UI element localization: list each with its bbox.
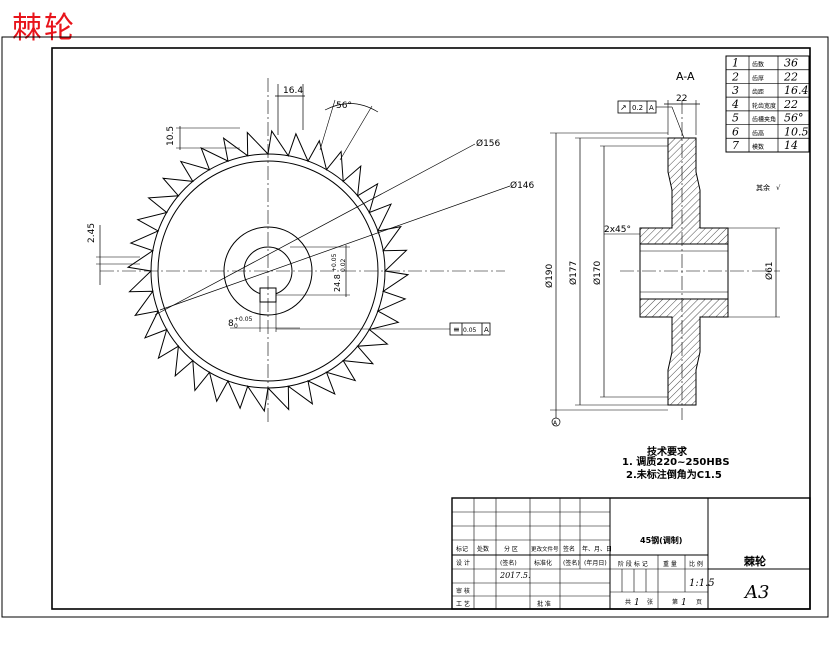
dim-od-root: Ø146 [510,180,535,191]
param-name: 齿厚 [752,74,764,82]
dim-key-width-sup: +0.05 [234,316,253,323]
section-view: A-A Ø190 Ø177 Ø170 Ø61 22 ↗ [544,70,780,427]
dim-d170: Ø170 [592,260,603,285]
tb-h-zone: 分 区 [504,545,518,553]
symmetry-tol-value: 0.05 [463,327,477,334]
dim-key-width: 8 [228,319,234,329]
svg-text:↗: ↗ [620,103,627,112]
param-no: 2 [731,70,739,83]
tb-sheet-of: 第 [672,598,678,606]
param-value: 56° [784,112,804,125]
dim-key-depth: 24.8 [333,274,342,292]
param-no: 3 [732,84,739,97]
title-block-text: 标记 处数 分 区 更改文件号 签名 年、月、日 设 计 (签名) 标准化 (签… [456,535,769,608]
param-name: 齿数 [752,61,764,69]
dim-key-tol-upper: +0.05 [331,253,338,272]
tech-req-heading: 技术要求 [647,445,688,458]
param-name: 模数 [752,143,764,151]
param-no: 7 [732,139,739,152]
tb-review: 审 核 [456,587,470,595]
tb-stage: 阶 段 标 记 [618,560,648,568]
param-value: 16.4 [784,84,809,97]
leader-156 [154,143,476,316]
dim-chamfer: 2x45° [604,225,631,235]
tech-req-line2: 2.未标注倒角为C1.5 [626,468,722,481]
outer-border [1,36,829,618]
page-title: 棘轮 [12,11,76,46]
runout-tol-datum: A [649,104,654,112]
inner-frame [51,47,811,610]
datum-a-letter: A [553,420,558,427]
tb-h-mark: 标记 [456,545,468,553]
tech-req-line1: 1. 调质220~250HBS [622,455,730,468]
tb-sheets-total: 共 [625,598,631,606]
tb-h-sign: 签名 [563,545,575,553]
dim-od-outer: Ø156 [476,138,501,149]
tb-sheets-num: 1 [634,598,640,608]
dim-key-tol-lower: 0.02 [340,258,347,272]
param-value: 22 [783,98,798,111]
tb-weight: 重 量 [663,560,677,568]
tb-sheets-unit: 张 [647,598,653,606]
tb-h-docno: 更改文件号 [531,545,559,553]
tb-std: 标准化 [534,559,552,567]
param-name: 齿槽夹角 [752,116,776,124]
tb-h-ymd: 年、月、日 [582,545,612,553]
param-value: 36 [784,57,798,70]
tb-approve: 批 准 [537,600,551,608]
param-no: 6 [732,125,739,138]
dim-width: 22 [676,94,687,104]
param-name: 齿距 [752,88,764,96]
param-no: 5 [732,112,739,125]
dim-d61: Ø61 [764,261,775,280]
tb-design: 设 计 [456,559,470,567]
roughness-symbol: √ [776,184,781,192]
tb-scale: 1:1.5 [689,578,715,589]
tb-material: 45钢(调制) [640,535,682,545]
symmetry-tol-datum: A [484,326,489,334]
dim-d177: Ø177 [568,261,579,285]
title-block [451,497,811,610]
param-name: 齿高 [752,129,764,137]
tb-h-count: 处数 [477,545,489,553]
roughness-note: 其余 [756,183,770,192]
dim-tooth-angle: 56° [336,101,352,111]
bore [639,243,729,300]
tb-sheet-no: 1 [681,598,687,608]
tb-sign3: (签名) [563,559,580,567]
dim-d190: Ø190 [544,263,555,288]
tb-sheet-size: A3 [743,582,769,603]
runout-tol-value: 0.2 [632,104,643,112]
svg-text:≡: ≡ [453,325,460,334]
param-value: 10.5 [784,125,809,138]
section-label: A-A [676,70,695,83]
tb-process: 工 艺 [456,600,470,608]
tb-scale-label: 比 例 [689,560,703,568]
datum-a-symbol [551,417,561,427]
param-value: 22 [783,70,798,83]
param-name: 轮齿宽度 [752,102,776,110]
dim-key-width-sub: 0 [234,323,238,330]
symmetry-tol-frame [449,322,491,336]
param-table: 1 齿数 36 2 齿厚 22 3 齿距 16.4 4 轮齿宽度 22 5 齿槽夹角 56° 6 齿高 10.5 7… [725,55,810,153]
tb-sign4: (年月日) [584,559,607,567]
tb-sign-date: (签名) [500,559,517,567]
dim-keyway: 2.45 [87,223,97,243]
tb-date: 2017.5. [499,571,531,580]
param-value: 14 [784,139,798,152]
tb-sheet-unit2: 页 [696,599,702,606]
dim-tooth-pitch: 16.4 [283,86,303,96]
tb-part-name: 棘轮 [744,554,766,568]
front-view: Ø156 Ø146 16.4 56° 10.5 2.45 24.8 +0.05 … [87,78,535,422]
leader-146 [159,185,511,311]
param-no: 4 [731,98,739,111]
param-no: 1 [732,57,739,70]
dim-tooth-height: 10.5 [166,126,176,146]
